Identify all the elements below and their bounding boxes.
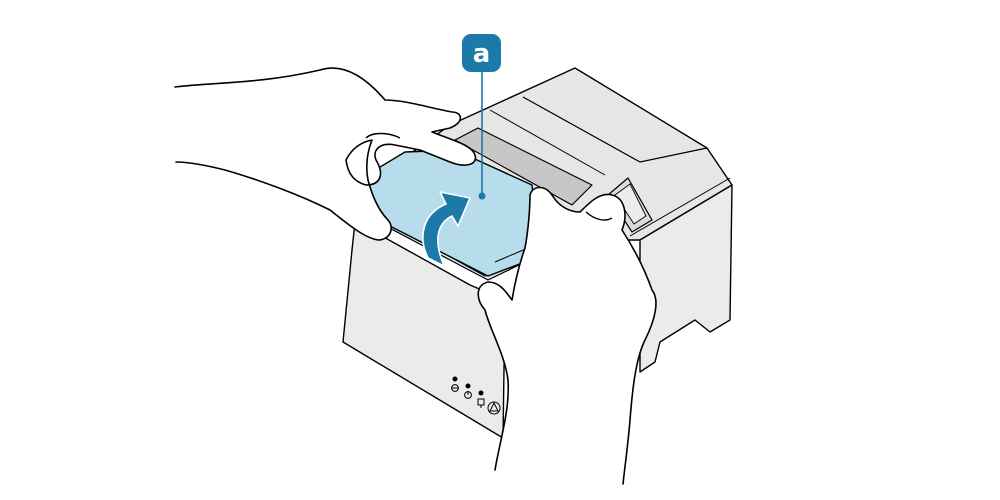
paper-slot [454, 127, 593, 206]
right-hand [477, 186, 657, 485]
warning-icon [487, 401, 501, 415]
callout-label: a [473, 39, 491, 69]
printer-right-side [639, 184, 733, 373]
lift-arrow [422, 191, 471, 267]
control-panel [451, 376, 501, 415]
printer-cover [364, 149, 539, 281]
paper-led [452, 376, 458, 382]
paper-feed-icon [451, 384, 459, 392]
power-icon [464, 391, 472, 399]
printer-front-face [342, 221, 506, 439]
printer-top-seam [522, 96, 708, 163]
network-icon [477, 398, 485, 408]
callout-dot [478, 192, 486, 200]
printer-top-seam-2 [489, 109, 606, 176]
power-led [465, 383, 471, 389]
callout-badge-a: a [462, 34, 501, 72]
left-hand [174, 67, 477, 241]
network-led [478, 390, 484, 396]
